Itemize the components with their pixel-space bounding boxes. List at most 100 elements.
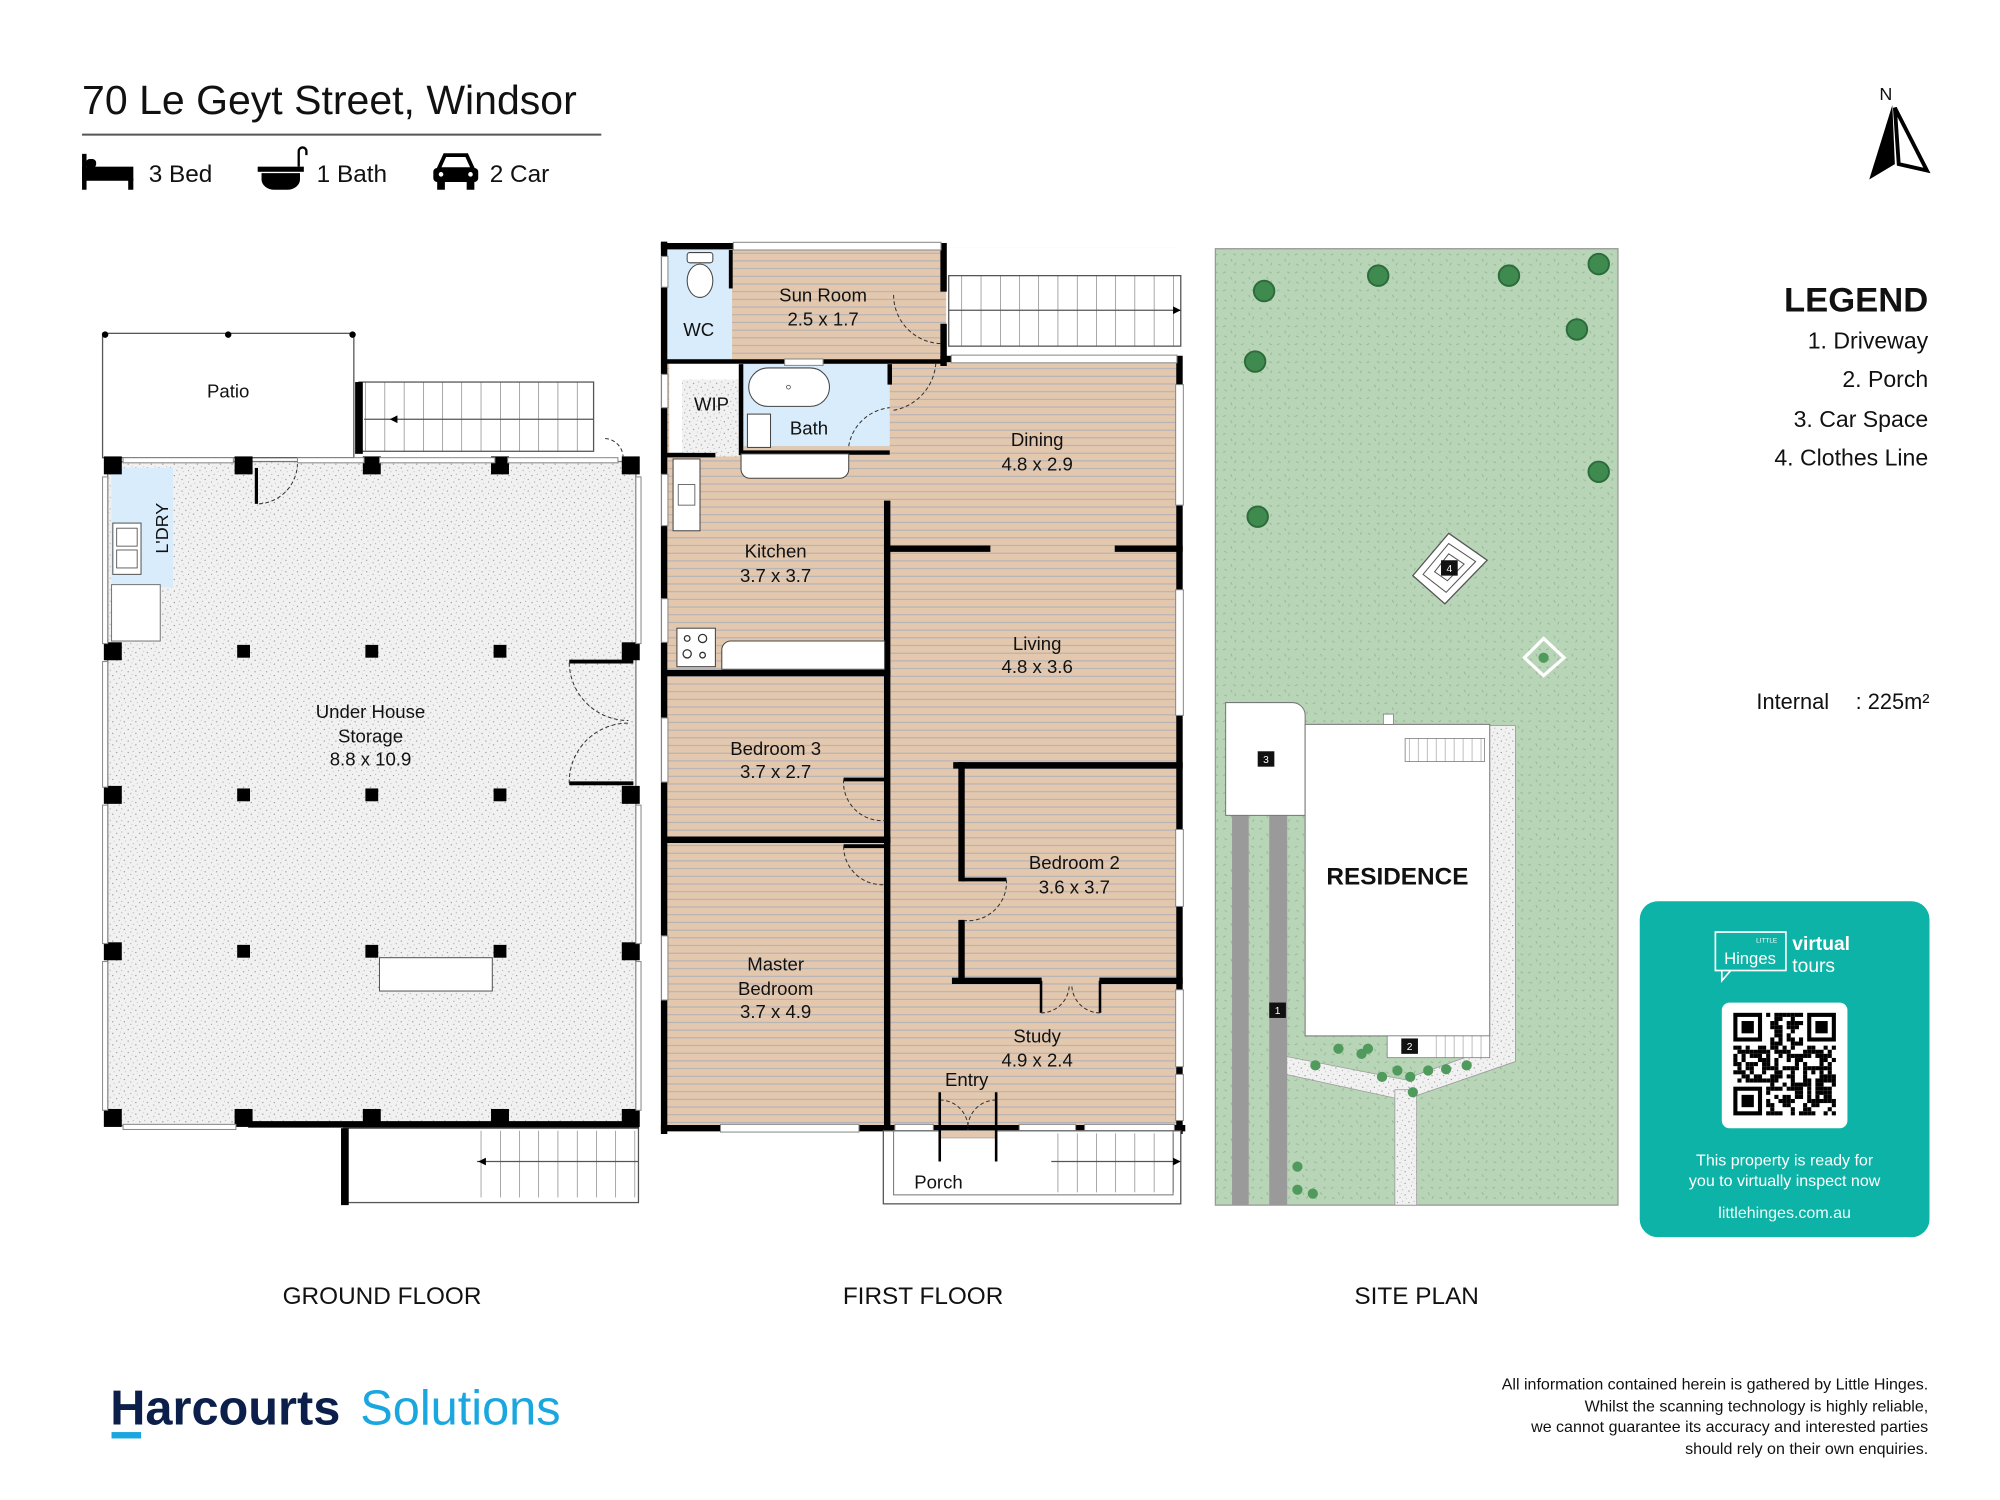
shrub-icon [1423,1065,1434,1076]
kitchen-counter [721,640,886,670]
porch-label: Porch [914,1171,963,1192]
logo-little-text: LITTLE [1756,937,1777,944]
bedroom2-label: Bedroom 2 [1029,852,1120,873]
master-label-2: Bedroom [738,978,813,999]
shrub-icon [1307,1188,1318,1199]
marker-1: 1 [1269,1002,1286,1018]
column [237,944,250,958]
shrub-icon [1333,1043,1344,1054]
study-label: Study [1013,1025,1061,1046]
tree-icon [1587,252,1610,276]
shrub-icon [1362,1043,1374,1054]
bedroom2-size: 3.6 x 3.7 [1039,877,1110,898]
logo-hinges-text: Hinges [1724,949,1776,968]
laundry-label: L'DRY [152,503,172,554]
internal-area-label: Internal [1756,689,1829,714]
first-floor-plan: Sun Room 2.5 x 1.7 WC WIP Bath Dining 4.… [660,241,1190,1205]
ground-stairs-top [355,381,595,454]
logo-virtual-text: virtual [1792,934,1850,955]
bathtub-icon [748,367,831,407]
column [621,942,640,961]
svg-text:All information contained here: All information contained herein is gath… [1502,1376,1928,1394]
legend-title: LEGEND [1784,282,1928,320]
legend-item-driveway: 1. Driveway [1808,328,1929,354]
column [237,644,250,658]
tree-icon [1252,279,1276,303]
disclaimer: All information contained herein is gath… [1502,1376,1928,1458]
svg-text:1: 1 [1275,1006,1281,1017]
dining-size: 4.8 x 2.9 [1002,454,1073,475]
master-label-1: Master [747,954,804,975]
storage-label-1: Under House [316,701,425,722]
promo-url-link[interactable]: littlehinges.com.au [1718,1204,1851,1222]
column [103,942,122,961]
tree-planter [1522,636,1567,678]
cooktop-icon [676,627,716,668]
north-label: N [1879,84,1892,104]
legend-item-car-space: 3. Car Space [1794,406,1929,432]
residence-label: RESIDENCE [1326,864,1468,891]
bed-count: 3 Bed [149,161,213,188]
master-size: 3.7 x 4.9 [740,1001,811,1022]
marker-2: 2 [1401,1038,1418,1054]
column [103,456,122,475]
bedroom3-size: 3.7 x 2.7 [740,761,811,782]
storage-size: 8.8 x 10.9 [330,748,412,769]
porch [882,1092,1182,1205]
north-arrow-icon: N [1869,84,1931,180]
columns [103,456,640,1127]
ground-floor-title: GROUND FLOOR [283,1283,482,1310]
entry-label: Entry [945,1069,989,1090]
toilet-icon [686,252,714,298]
car-count: 2 Car [490,161,550,188]
shrub-icon [1441,1064,1452,1075]
patio-label: Patio [207,380,249,401]
sunroom-stairs [948,275,1182,347]
bath-icon [257,146,308,190]
svg-text:2: 2 [1407,1042,1413,1053]
column [493,644,507,658]
column [234,456,253,475]
logo-tours-text: tours [1792,956,1835,977]
first-floor-windows [661,241,1184,1133]
residence-footprint [1304,723,1491,1037]
header: 70 Le Geyt Street, Windsor 3 Bed 1 Bath … [82,77,602,190]
bench [378,957,493,992]
tree-icon [1587,460,1610,484]
shrub-icon [1376,1071,1388,1083]
legend-item-porch: 2. Porch [1842,366,1928,392]
shrub-icon [1405,1071,1416,1083]
ground-floor-plan: Patio L'DRY Under House Storage 8.8 x 10… [101,331,642,1206]
column [493,944,507,958]
shrub-icon [1407,1087,1418,1098]
svg-text:4: 4 [1447,564,1453,575]
laundry-tub-icon [112,522,142,575]
marker-4: 4 [1441,560,1458,576]
kitchen-bench [740,453,850,479]
wip-area [682,379,740,457]
internal-area-value: : 225m² [1856,689,1930,714]
legend: LEGEND 1. Driveway 2. Porch 3. Car Space… [1774,282,1928,471]
ground-windows [102,457,642,1130]
svg-text:should rely on their own enqui: should rely on their own enquiries. [1685,1440,1928,1458]
column [491,456,509,475]
dining-label: Dining [1011,429,1064,450]
svg-text:we cannot guarantee its accura: we cannot guarantee its accuracy and int… [1530,1418,1928,1436]
shrub-icon [1292,1161,1303,1172]
living-size: 4.8 x 3.6 [1002,656,1073,677]
column [621,642,640,661]
patio-area [101,332,355,459]
virtual-tour-card[interactable]: LITTLE Hinges virtual tours This propert… [1639,901,1930,1238]
column [365,788,379,802]
column [365,644,379,658]
promo-line-1: This property is ready for [1696,1151,1874,1169]
shrub-icon [1392,1065,1403,1076]
storage-label-2: Storage [338,725,403,746]
bed-icon [82,153,134,190]
ground-door-swing [258,464,298,505]
living-label: Living [1013,633,1062,654]
site-plan: RESIDENCE 1 2 3 4 [1214,248,1619,1206]
little-hinges-logo: LITTLE Hinges virtual tours [1714,931,1850,983]
column [493,788,507,802]
kitchen-label: Kitchen [745,541,807,562]
